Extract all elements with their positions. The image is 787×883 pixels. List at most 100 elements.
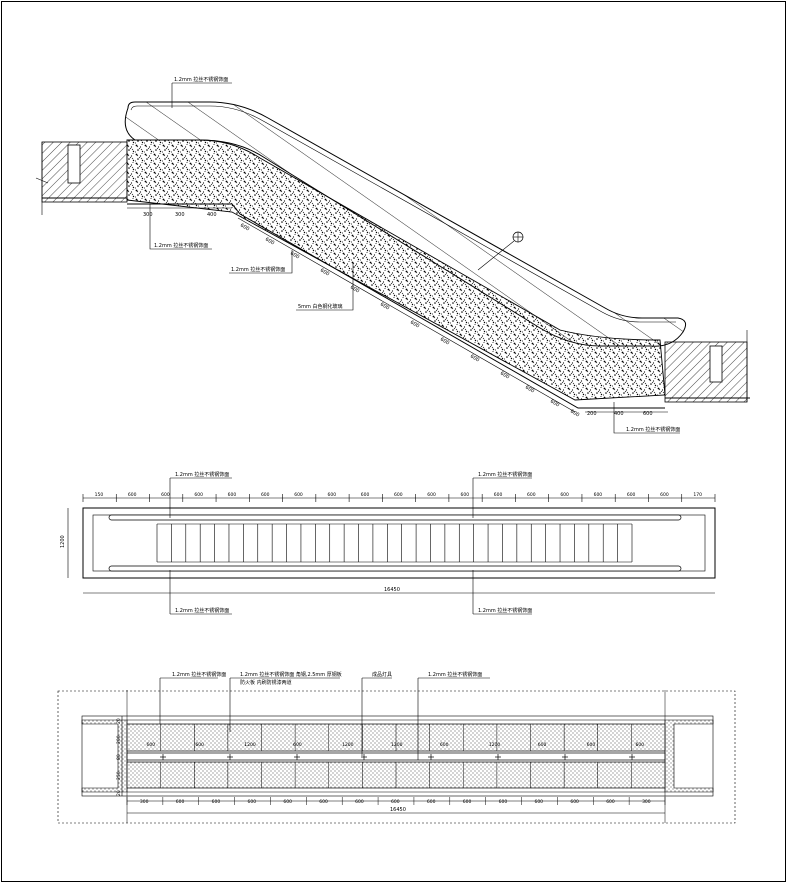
plan-top-dim-label: 600 bbox=[660, 492, 669, 498]
ceiling-bottom-dim-label: 600 bbox=[463, 799, 472, 805]
escalator-plan: 150 600 600 600 600 600 600 600 600 600 600 600 600 6… bbox=[60, 471, 716, 615]
ceiling-outer-dashed bbox=[57, 690, 736, 824]
plan-top-dim-label: 600 bbox=[427, 492, 436, 498]
plan-handrail-bottom bbox=[108, 565, 682, 572]
ceiling-bottom-dim-label: 600 bbox=[499, 799, 508, 805]
ceiling-bottom-dim-label: 300 bbox=[140, 799, 149, 805]
lower-dim-3: 400 bbox=[207, 212, 217, 218]
callout-top-handrail: 1.2mm 拉丝不锈钢饰面 bbox=[174, 76, 228, 83]
ceiling-bottom-dims: 300 600 600 600 600 600 600 600 600 600 600 600 600 6… bbox=[126, 797, 666, 805]
ceiling-mid-dim-label: 600 bbox=[146, 742, 155, 748]
ceiling-light-strip bbox=[126, 752, 666, 761]
upper-dim-1: 200 bbox=[587, 411, 597, 417]
ceiling-bottom-dim-label: 600 bbox=[570, 799, 579, 805]
svg-text:600: 600 bbox=[569, 409, 580, 419]
plan-width-dim: 1200 bbox=[60, 535, 66, 548]
plan-top-dim-label: 600 bbox=[494, 492, 503, 498]
callout-truss-side: 1.2mm 拉丝不锈钢饰面 bbox=[231, 266, 285, 273]
ceiling-bottom-dim-label: 600 bbox=[319, 799, 328, 805]
ceiling-side-dim-2: 200 bbox=[116, 735, 122, 744]
ceiling-mid-dim-label: 1200 bbox=[244, 742, 256, 748]
ceiling-callout-1: 1.2mm 拉丝不锈钢饰面 bbox=[172, 671, 226, 678]
plan-top-dim-label: 600 bbox=[228, 492, 237, 498]
plan-top-dim-label: 600 bbox=[627, 492, 636, 498]
plan-top-dim-label: 600 bbox=[594, 492, 603, 498]
ceiling-side-dim-3: 80 bbox=[116, 754, 122, 760]
svg-text:600: 600 bbox=[349, 285, 360, 295]
ceiling-callout-2a: 1.2mm 拉丝不锈钢饰面 角钢,2.5mm 厚钢板 bbox=[240, 671, 342, 678]
svg-text:600: 600 bbox=[319, 268, 330, 278]
lower-dim-2: 300 bbox=[175, 212, 185, 218]
ceiling-bottom-dim-label: 600 bbox=[534, 799, 543, 805]
ceiling-side-dim-4: 250 bbox=[116, 771, 122, 780]
ceiling-total-dim: 16450 bbox=[390, 807, 406, 813]
svg-text:600: 600 bbox=[409, 320, 420, 330]
ceiling-bottom-dim-label: 600 bbox=[427, 799, 436, 805]
ceiling-mid-dim-label: 600 bbox=[195, 742, 204, 748]
ceiling-mid-dim-label: 1200 bbox=[489, 742, 501, 748]
upper-wall-column bbox=[709, 345, 723, 383]
svg-text:600: 600 bbox=[439, 337, 450, 347]
upper-dim-2: 400 bbox=[614, 411, 624, 417]
plan-steps bbox=[156, 523, 633, 563]
plan-top-dim-label: 600 bbox=[560, 492, 569, 498]
plan-top-dim-label: 600 bbox=[294, 492, 303, 498]
glass-balustrade bbox=[124, 101, 687, 347]
lower-dim-1: 300 bbox=[143, 212, 153, 218]
plan-top-dim-label: 600 bbox=[261, 492, 270, 498]
plan-top-dim-label: 600 bbox=[461, 492, 470, 498]
ceiling-mid-dim-label: 600 bbox=[538, 742, 547, 748]
ceiling-side-dim-5: 20 bbox=[116, 790, 122, 796]
ceiling-mid-dim-label: 600 bbox=[440, 742, 449, 748]
section-marker-icon bbox=[477, 231, 524, 271]
ceiling-bottom-dim-label: 600 bbox=[606, 799, 615, 805]
ceiling-mid-dim-label: 600 bbox=[587, 742, 596, 748]
ceiling-callout-3: 成品灯具 bbox=[372, 671, 392, 678]
ceiling-mid-dim-label: 600 bbox=[293, 742, 302, 748]
ceiling-bottom-dim-label: 300 bbox=[642, 799, 651, 805]
ceiling-bottom-dim-label: 600 bbox=[283, 799, 292, 805]
svg-text:600: 600 bbox=[289, 251, 300, 261]
svg-text:600: 600 bbox=[264, 237, 275, 247]
ceiling-mid-dim-label: 600 bbox=[636, 742, 645, 748]
svg-text:600: 600 bbox=[524, 385, 535, 395]
upper-dim-3: 600 bbox=[643, 411, 653, 417]
escalator-ceiling-plan: 20 200 80 250 20 600 600 1200 600 1200 1200 60… bbox=[57, 671, 736, 824]
plan-top-dim-label: 600 bbox=[361, 492, 370, 498]
callout-lower-landing: 1.2mm 拉丝不锈钢饰面 bbox=[154, 242, 208, 249]
plan-top-dim-label: 600 bbox=[394, 492, 403, 498]
plan-top-dim-label: 150 bbox=[95, 492, 104, 498]
ceiling-panel-joints bbox=[160, 724, 635, 788]
ceiling-bottom-dim-label: 600 bbox=[176, 799, 185, 805]
upper-wall-hatch bbox=[664, 341, 748, 403]
ceiling-callout-2b: 防火板 内刷防锈漆两道 bbox=[240, 679, 292, 686]
ceiling-bottom-dim-label: 600 bbox=[212, 799, 221, 805]
ceiling-bottom-dim-label: 600 bbox=[391, 799, 400, 805]
plan-handrail-top bbox=[108, 514, 682, 521]
svg-text:600: 600 bbox=[469, 354, 480, 364]
plan-callout-top-left: 1.2mm 拉丝不锈钢饰面 bbox=[175, 471, 229, 478]
escalator-truss bbox=[126, 139, 666, 401]
lower-wall-hatch bbox=[41, 141, 128, 203]
ceiling-bottom-dim-label: 600 bbox=[248, 799, 257, 805]
ceiling-bottom-dim-label: 600 bbox=[355, 799, 364, 805]
plan-total-dim: 16450 bbox=[384, 587, 400, 593]
svg-text:600: 600 bbox=[499, 371, 510, 381]
ceiling-mid-dim-label: 1200 bbox=[391, 742, 403, 748]
callout-glass-panel: 5mm 白色钢化玻璃 bbox=[298, 303, 343, 310]
svg-text:600: 600 bbox=[549, 399, 560, 409]
plan-callout-top-right: 1.2mm 拉丝不锈钢饰面 bbox=[478, 471, 532, 478]
plan-top-dim-label: 170 bbox=[693, 492, 702, 498]
svg-text:600: 600 bbox=[239, 223, 250, 233]
ceiling-side-dim-1: 20 bbox=[116, 718, 122, 724]
plan-top-dim-label: 600 bbox=[527, 492, 536, 498]
plan-top-dim-label: 600 bbox=[327, 492, 336, 498]
plan-top-dims: 150 600 600 600 600 600 600 600 600 600 600 600 600 6… bbox=[82, 492, 716, 502]
callout-upper-landing: 1.2mm 拉丝不锈钢饰面 bbox=[626, 426, 680, 433]
plan-callout-bottom-right: 1.2mm 拉丝不锈钢饰面 bbox=[478, 607, 532, 614]
step-line bbox=[127, 203, 665, 409]
ceiling-right-end bbox=[664, 719, 714, 793]
svg-text:600: 600 bbox=[379, 302, 390, 312]
